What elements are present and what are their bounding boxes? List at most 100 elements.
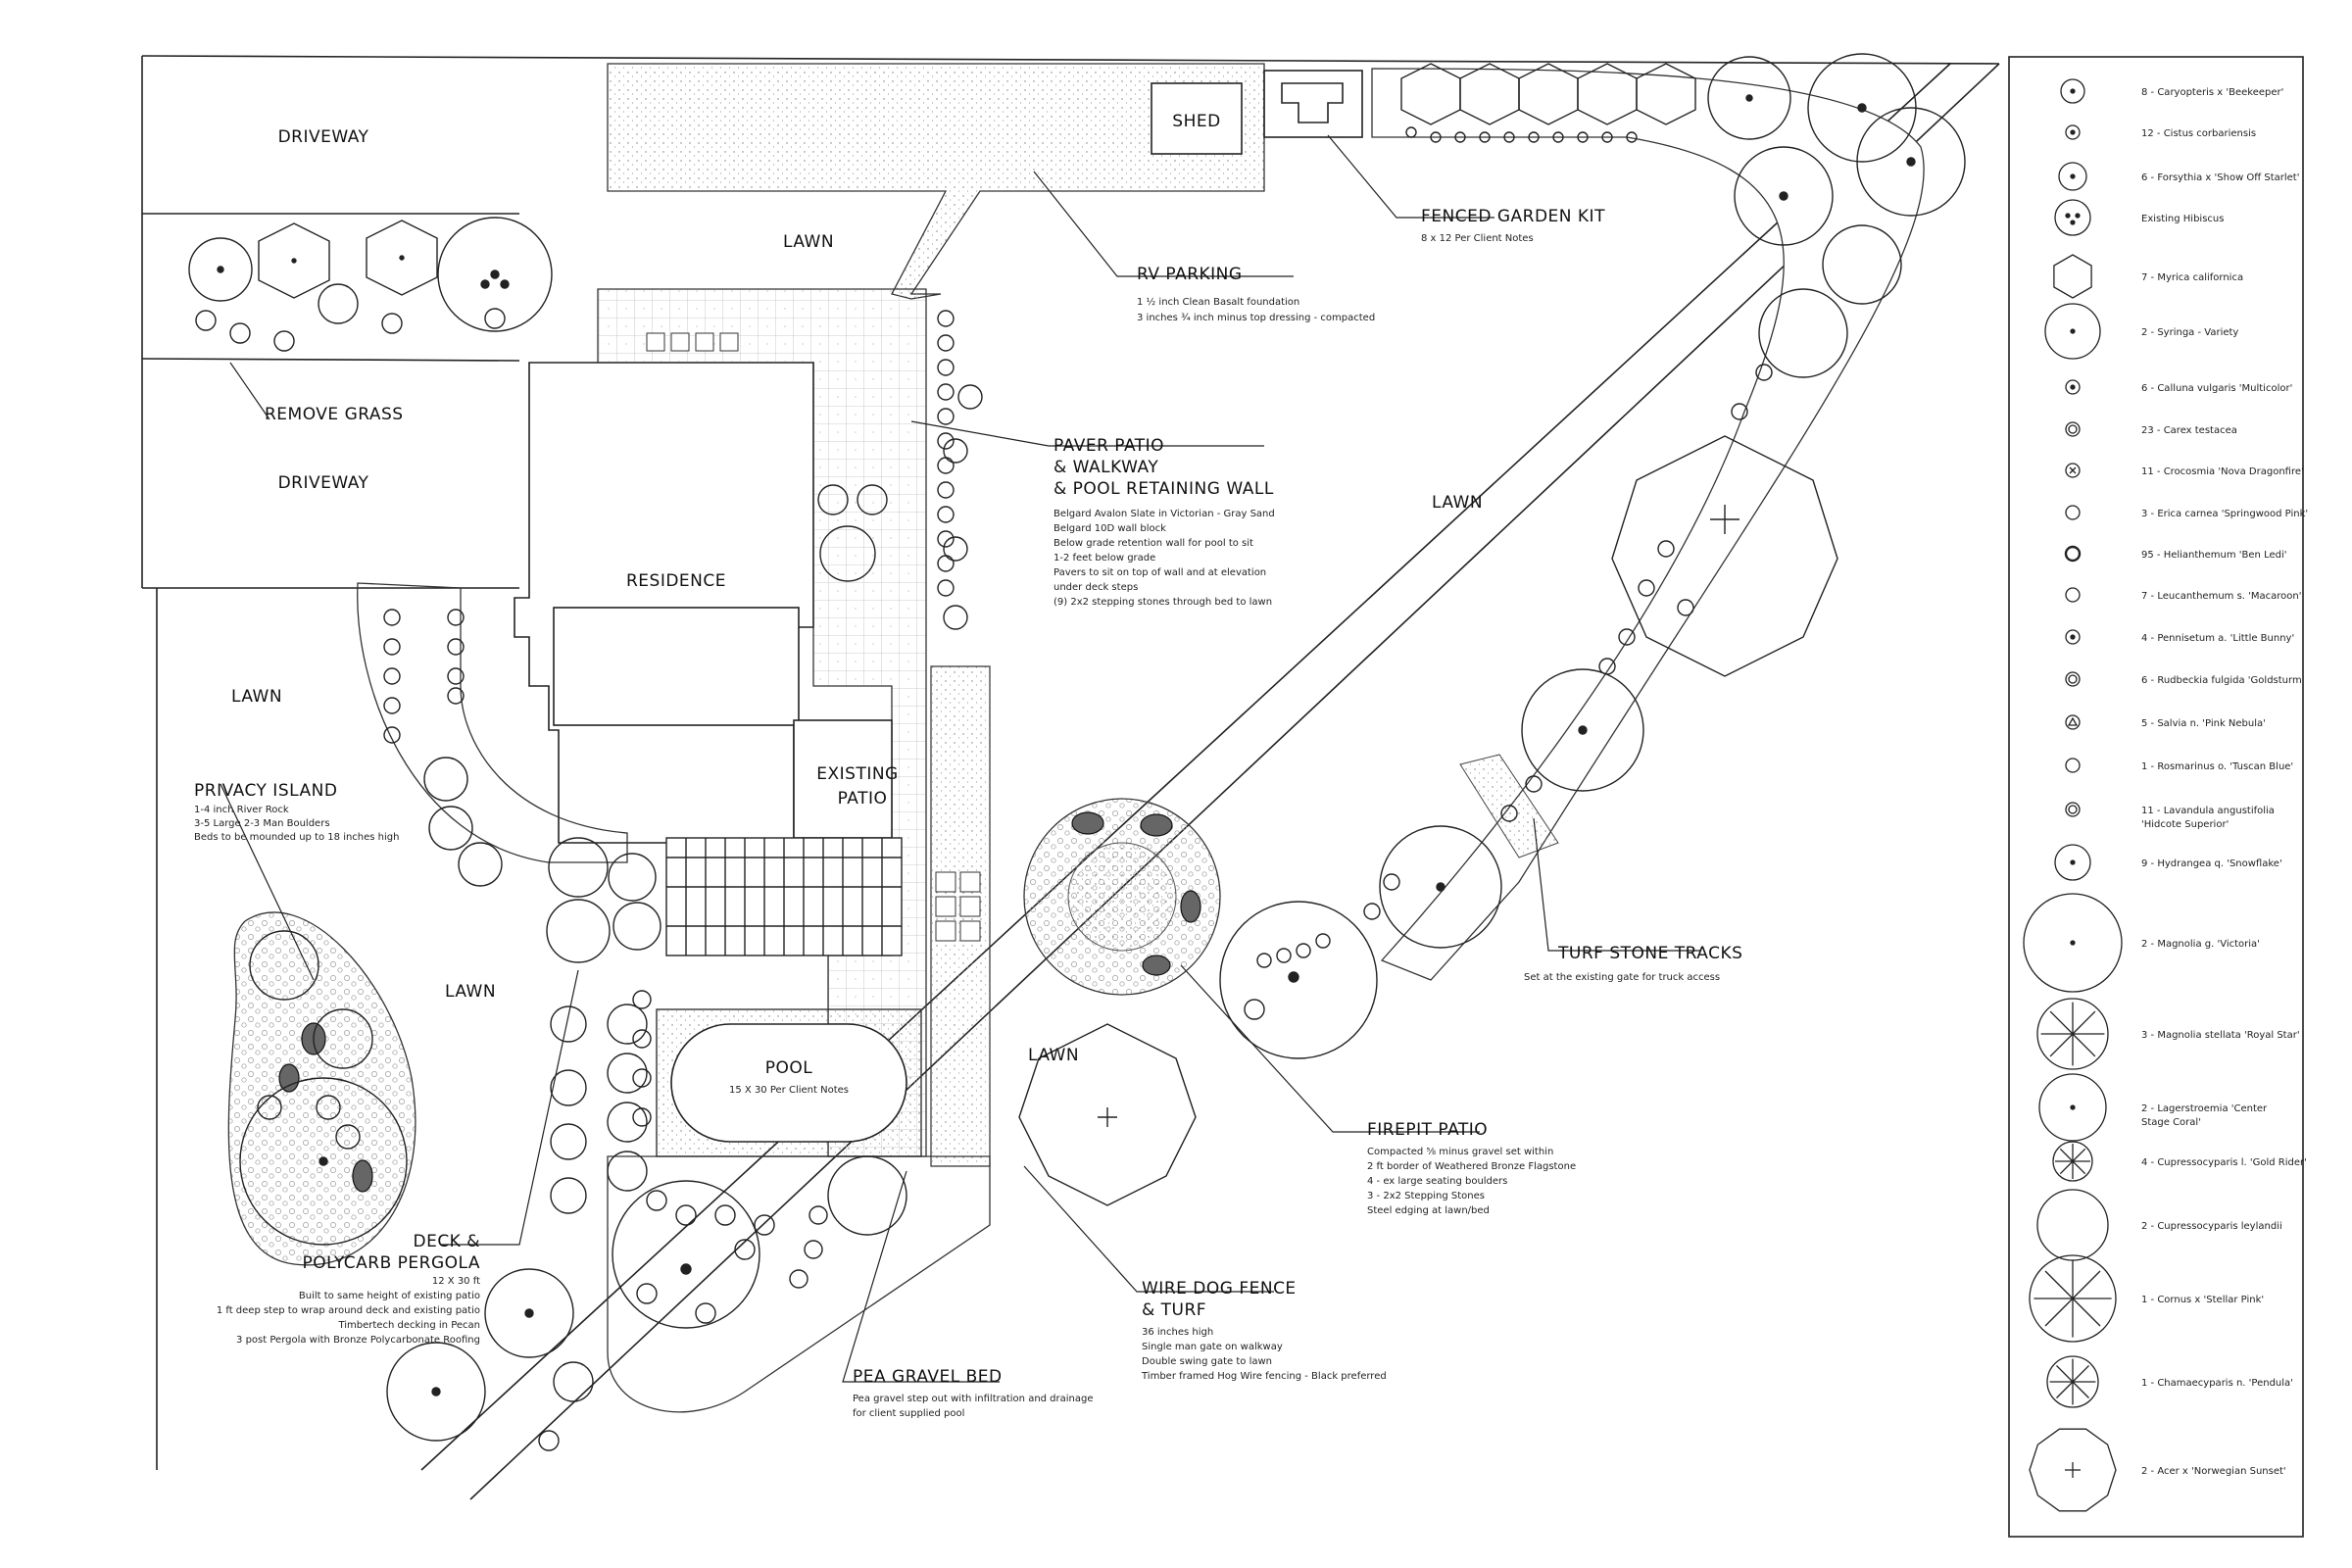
firepit-note: Compacted ⅝ minus gravel set within (1367, 1147, 1553, 1157)
paver-patio-note: Belgard 10D wall block (1054, 523, 1166, 534)
tree-cluster-top-left (188, 217, 553, 352)
legend-symbol-double-ring-icon (2065, 421, 2081, 437)
paver-patio-title: PAVER PATIO (1054, 436, 1164, 456)
legend-symbol-triangle-icon (2065, 714, 2081, 730)
legend-symbol-dot-ring-icon (2060, 78, 2085, 104)
firepit-note: Steel edging at lawn/bed (1367, 1205, 1490, 1216)
legend-label: 1 - Rosmarinus o. 'Tuscan Blue' (2141, 761, 2293, 772)
legend-label: 2 - Syringa - Variety (2141, 327, 2238, 338)
legend-symbol-pendula-icon (2046, 1355, 2099, 1408)
legend-symbol-rough-ring-icon (2065, 802, 2081, 817)
driveway-bottom-label: DRIVEWAY (278, 473, 369, 493)
paver-patio-note: 1-2 feet below grade (1054, 553, 1155, 564)
driveway-top-label: DRIVEWAY (278, 127, 369, 147)
legend-symbol-x-ring-icon (2065, 463, 2081, 478)
legend-symbol-lobed-icon (2054, 844, 2091, 881)
privacy-island-note: 1-4 inch River Rock (194, 805, 289, 815)
callout-fenced-garden: FENCED GARDEN KIT 8 x 12 Per Client Note… (1421, 207, 1605, 244)
deck-title: POLYCARB PERGOLA (302, 1253, 480, 1273)
tree-cluster-right (1018, 435, 1838, 1206)
legend-label: 6 - Calluna vulgaris 'Multicolor' (2141, 383, 2292, 394)
rv-parking-note: 1 ½ inch Clean Basalt foundation (1137, 296, 1299, 308)
residence-label: RESIDENCE (626, 571, 726, 591)
plant-legend: 8 - Caryopteris x 'Beekeeper'12 - Cistus… (2023, 78, 2308, 1512)
legend-symbol-hexagon-icon (2053, 254, 2092, 299)
legend-symbol-flower-icon (2044, 303, 2101, 360)
legend-label: 6 - Rudbeckia fulgida 'Goldsturm' (2141, 675, 2304, 686)
rv-parking-gravel (607, 63, 1265, 300)
turf-stone-note: Set at the existing gate for truck acces… (1524, 972, 1720, 983)
deck-note: 12 X 30 ft (432, 1276, 480, 1287)
tree-cluster-privacy-island (239, 930, 408, 1246)
deck-note: Timbertech decking in Pecan (337, 1320, 480, 1331)
legend-label: 9 - Hydrangea q. 'Snowflake' (2141, 858, 2282, 869)
legend-label: 95 - Helianthemum 'Ben Ledi' (2141, 550, 2287, 561)
legend-label: 2 - Cupressocyparis leylandii (2141, 1221, 2282, 1232)
legend-symbol-star-tree-icon (2036, 998, 2109, 1070)
wire-fence-note: 36 inches high (1142, 1327, 1213, 1338)
legend-label: 6 - Forsythia x 'Show Off Starlet' (2141, 172, 2299, 183)
lawn-top-label: LAWN (783, 232, 834, 252)
tree-cluster-pea-gravel (612, 1155, 907, 1329)
firepit-note: 2 ft border of Weathered Bronze Flagston… (1367, 1161, 1576, 1172)
property-lines (141, 55, 2000, 1500)
stepping-stones (646, 332, 981, 942)
legend-label: 2 - Acer x 'Norwegian Sunset' (2141, 1466, 2286, 1477)
callout-paver-patio: PAVER PATIO & WALKWAY & POOL RETAINING W… (1054, 436, 1275, 608)
paver-patio-note: Belgard Avalon Slate in Victorian - Gray… (1054, 509, 1275, 519)
shed (1151, 82, 1243, 155)
legend-symbol-branch-icon (2029, 1254, 2117, 1343)
shed-label: SHED (1172, 112, 1220, 131)
turf-stone-title: TURF STONE TRACKS (1557, 944, 1742, 963)
legend-symbol-three-dots-icon (2054, 199, 2091, 236)
legend-symbol-tiny-ring-icon (2065, 505, 2081, 520)
lawn-small-label: LAWN (1028, 1046, 1079, 1065)
paver-patio-note: Pavers to sit on top of wall and at elev… (1054, 567, 1266, 578)
firepit-patio (1023, 798, 1221, 996)
fenced-garden-note: 8 x 12 Per Client Notes (1421, 233, 1534, 244)
legend-label: 12 - Cistus corbariensis (2141, 128, 2256, 139)
legend-symbol-small-dot-icon (2065, 124, 2081, 140)
tree-cluster-patio-edge (817, 310, 983, 630)
pea-gravel-note: for client supplied pool (853, 1408, 964, 1419)
wire-fence-title: WIRE DOG FENCE (1142, 1279, 1297, 1298)
pea-gravel-bed (607, 1155, 991, 1413)
callout-rv-parking: RV PARKING 1 ½ inch Clean Basalt foundat… (1137, 265, 1375, 323)
rv-parking-note: 3 inches ¾ inch minus top dressing - com… (1137, 313, 1375, 323)
tree-row-top (1400, 53, 1966, 378)
legend-label: 5 - Salvia n. 'Pink Nebula' (2141, 718, 2266, 729)
legend-label: 1 - Chamaecyparis n. 'Pendula' (2141, 1378, 2293, 1389)
legend-label: 4 - Pennisetum a. 'Little Bunny' (2141, 633, 2294, 644)
privacy-island-note: Beds to be mounded up to 18 inches high (194, 832, 400, 843)
legend-label: Stage Coral' (2141, 1117, 2201, 1128)
legend-symbol-scallop-large-icon (2023, 893, 2123, 993)
leader-lines (220, 134, 1700, 1383)
tree-cluster-bottom-left (386, 1005, 594, 1451)
existing-patio (793, 719, 893, 839)
pea-gravel-title: PEA GRAVEL BED (853, 1367, 1003, 1387)
deck-pergola (665, 837, 903, 956)
legend-label: 7 - Leucanthemum s. 'Macaroon' (2141, 591, 2302, 602)
lawn-mid-label: LAWN (445, 982, 496, 1002)
paver-patio-note: (9) 2x2 stepping stones through bed to l… (1054, 597, 1272, 608)
legend-label: 3 - Magnolia stellata 'Royal Star' (2141, 1030, 2300, 1041)
pea-gravel-note: Pea gravel step out with infiltration an… (853, 1394, 1094, 1404)
legend-label: 11 - Crocosmia 'Nova Dragonfire' (2141, 466, 2304, 477)
legend-symbol-spiky-icon (2065, 758, 2081, 773)
privacy-island-title: PRIVACY ISLAND (194, 781, 337, 801)
lawn-right-label: LAWN (1432, 493, 1483, 513)
legend-label: 3 - Erica carnea 'Springwood Pink' (2141, 509, 2308, 519)
legend-label: 11 - Lavandula angustifolia (2141, 806, 2275, 816)
paver-patio-note: under deck steps (1054, 582, 1138, 593)
remove-grass-label: REMOVE GRASS (265, 405, 404, 424)
legend-label: 23 - Carex testacea (2141, 425, 2237, 436)
legend-label: 2 - Magnolia g. 'Victoria' (2141, 939, 2260, 950)
callout-firepit: FIREPIT PATIO Compacted ⅝ minus gravel s… (1367, 1120, 1576, 1216)
paver-patio-title: & WALKWAY (1054, 458, 1158, 477)
rv-parking-title: RV PARKING (1137, 265, 1243, 284)
legend-symbol-small-dot-icon (2065, 629, 2081, 645)
pool-note: 15 X 30 Per Client Notes (729, 1085, 849, 1096)
callout-deck: DECK & POLYCARB PERGOLA 12 X 30 ft Built… (217, 1232, 480, 1346)
legend-symbol-hatch-ring-icon (2065, 671, 2081, 687)
legend-label: Existing Hibiscus (2141, 214, 2224, 224)
